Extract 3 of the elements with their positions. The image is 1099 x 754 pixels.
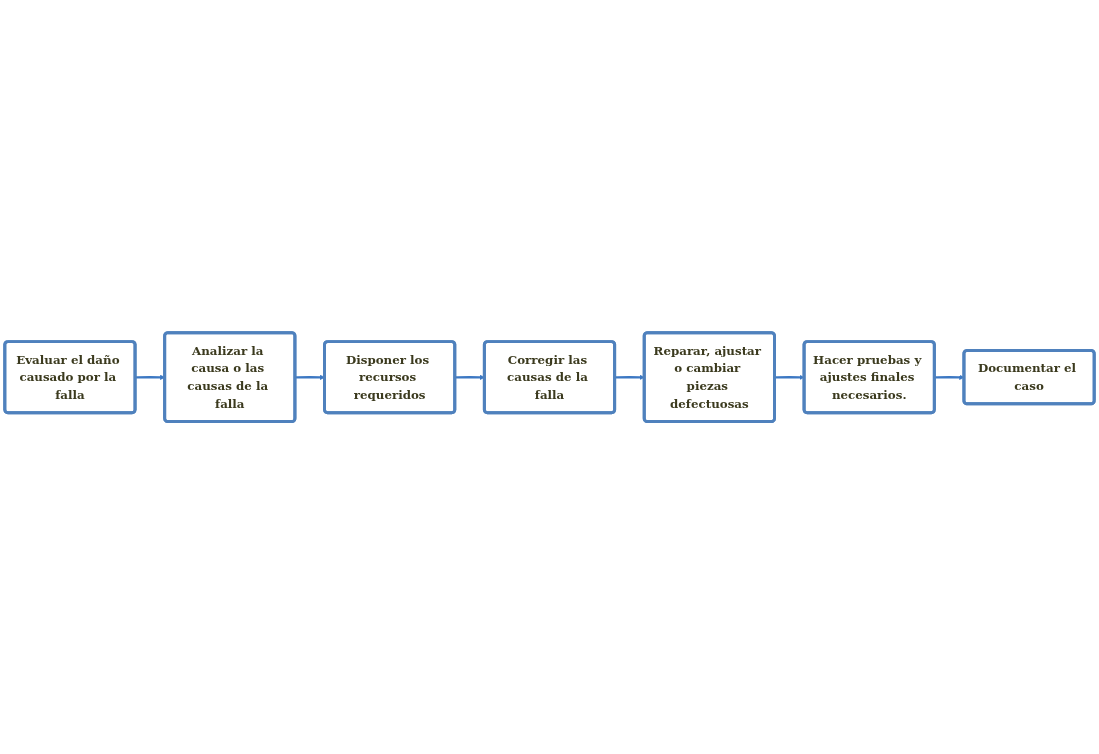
arrow [614, 374, 645, 380]
arrow [455, 374, 485, 380]
arrow [774, 374, 805, 380]
